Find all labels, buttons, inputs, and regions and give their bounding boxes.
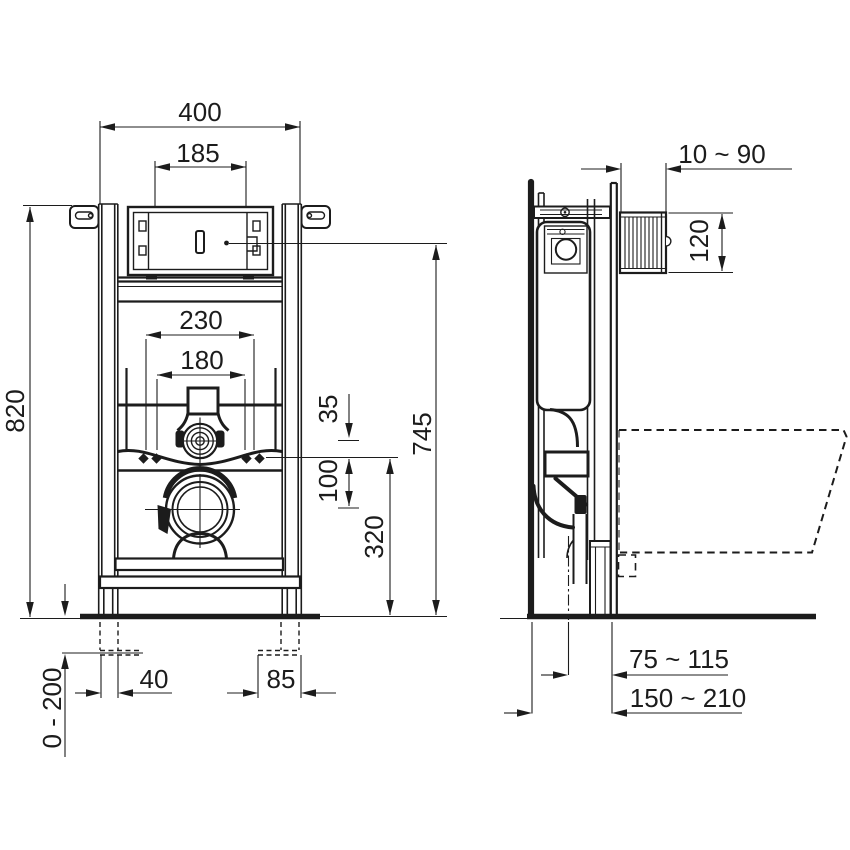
- bowl-outlet-dashed: [617, 554, 637, 578]
- dim-shaft-height: 120: [668, 212, 733, 274]
- fixing-bolt: [151, 453, 162, 464]
- dim-85-label: 85: [267, 664, 296, 694]
- dim-overall-height: 820: [0, 204, 72, 617]
- fixing-bolt: [241, 453, 252, 464]
- dim-bolts-to-floor: 320: [266, 456, 398, 615]
- flush-pipework-side: [531, 408, 590, 620]
- dim-access-opening-width: 185: [154, 138, 247, 206]
- floor-line-side: [500, 613, 816, 620]
- flush-bend-housing: [186, 386, 220, 416]
- dim-75-115-label: 75 ~ 115: [629, 644, 729, 674]
- dim-0-200-label: 0 - 200: [37, 668, 67, 749]
- drain-bend: [145, 466, 240, 559]
- actuator-slot: [195, 230, 205, 254]
- mid-rail: [118, 368, 282, 452]
- cistern-side-profile: [535, 220, 592, 412]
- flush-valve-center-point: [224, 240, 229, 246]
- dim-400-label: 400: [178, 97, 221, 127]
- dim-bolt-spacing-inner: 180: [156, 345, 246, 450]
- side-extension-lines: [531, 622, 613, 714]
- dim-180-label: 180: [180, 345, 223, 375]
- cistern-access-box: [126, 205, 275, 280]
- dim-185-label: 185: [176, 138, 219, 168]
- dim-bolts-to-drain: 100: [313, 459, 359, 509]
- front-foot-side: [589, 540, 612, 616]
- dim-230-label: 230: [179, 305, 222, 335]
- top-bracket-side: [533, 205, 611, 219]
- dim-foot-adjustment-range: 0 - 200: [37, 584, 143, 757]
- upper-cross-member: [118, 276, 282, 303]
- dim-10-90-label: 10 ~ 90: [678, 139, 765, 169]
- dim-150-210-label: 150 ~ 210: [630, 683, 746, 713]
- adjustable-feet: [97, 588, 303, 614]
- dim-40-label: 40: [140, 664, 169, 694]
- dim-745-label: 745: [407, 412, 437, 455]
- dim-overall-width: 400: [99, 97, 301, 204]
- dim-flush-pipe-to-bolts: 35: [313, 394, 359, 442]
- wall-bracket-left: [69, 205, 100, 229]
- dim-drain-to-wall: 75 ~ 115: [541, 644, 729, 679]
- dim-820-label: 820: [0, 389, 30, 432]
- frame-uprights: [97, 203, 303, 588]
- fixing-bolt: [254, 453, 265, 464]
- dim-actuator-height: 745: [229, 242, 447, 615]
- support-bracket: [543, 450, 590, 478]
- dim-bolt-spacing-outer: 230: [145, 305, 255, 450]
- front-view: 400 185 230 180: [0, 97, 447, 757]
- floor-line-front: [20, 613, 447, 620]
- side-view: 10 ~ 90 120 75 ~ 115: [500, 139, 848, 717]
- fixing-bolt: [138, 453, 149, 464]
- dim-100-label: 100: [313, 459, 343, 502]
- shaft-clip: [665, 235, 672, 247]
- drain-elbow: [531, 484, 575, 530]
- dim-foot-width: 40: [75, 655, 172, 698]
- access-shaft-ribbed-box: [618, 211, 672, 275]
- fill-valve: [554, 238, 578, 261]
- wall-bracket-right: [300, 205, 331, 229]
- dim-120-label: 120: [684, 219, 714, 262]
- outlet-connector: [574, 495, 587, 514]
- dim-foot-plate-width: 85: [227, 655, 336, 698]
- dim-35-label: 35: [313, 395, 343, 424]
- dim-shaft-adjustment: 10 ~ 90: [581, 139, 792, 212]
- dim-320-label: 320: [359, 515, 389, 558]
- wc-bowl-outline-dashed: [617, 429, 848, 578]
- feet-extension-dashed: [99, 622, 300, 656]
- bottom-cross-members: [98, 557, 302, 590]
- dim-installation-depth: 150 ~ 210: [504, 683, 746, 717]
- flush-pipe-fitting: [175, 417, 225, 468]
